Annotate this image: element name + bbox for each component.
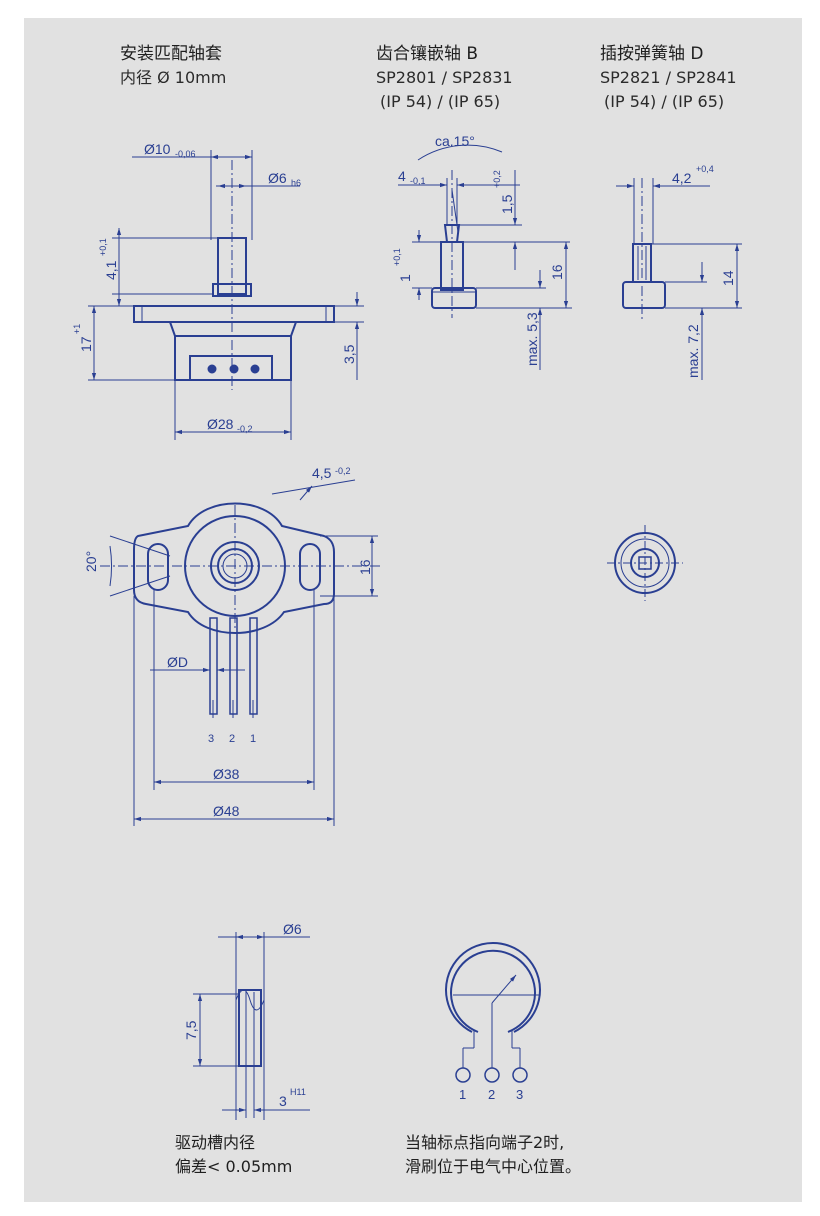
slot-note-line2: 偏差< 0.05mm (175, 1157, 293, 1176)
dim-h15: 1,5 (499, 194, 515, 214)
column-ip-shaft-b: (IP 54) / (IP 65) (380, 92, 501, 111)
dim-d28: Ø28 (207, 416, 234, 432)
dim-h17: 17 (78, 336, 94, 352)
dim-h41-tol: +0,1 (98, 238, 108, 256)
side-view-shaft-b (398, 144, 572, 370)
top-view-shaft-d (607, 525, 683, 601)
circuit-note-line1: 当轴标点指向端子2时, (405, 1133, 565, 1152)
dim-angle-20: 20° (83, 551, 99, 572)
dim-w42-tol: +0,4 (696, 164, 714, 174)
dim-w42: 4,2 (672, 170, 692, 186)
circuit-note-line2: 滑刷位于电气中心位置。 (405, 1157, 582, 1176)
column-title-shaft-b: 齿合镶嵌轴 B (376, 44, 479, 64)
dim-d38: Ø38 (213, 766, 240, 782)
column-title-bushing: 安装匹配轴套 (120, 44, 222, 64)
circuit-pin-3: 3 (516, 1087, 523, 1102)
dim-d10: Ø10 (144, 141, 171, 157)
dim-pin-dD: ØD (167, 654, 188, 670)
column-sub-bushing: 内径 Ø 10mm (120, 68, 227, 87)
slot-note-line1: 驱动槽内径 (175, 1133, 256, 1152)
dim-slot-d6: Ø6 (283, 921, 302, 937)
dimension-labels: Ø10 -0,06 Ø6 h6 4,1 +0,1 17 +1 3,5 Ø28 -… (72, 133, 736, 1109)
side-view-shaft-d (616, 178, 742, 380)
dim-d28-tol: -0,2 (237, 424, 253, 434)
dim-slot-w3-tol: H11 (290, 1087, 306, 1097)
column-models-shaft-b: SP2801 / SP2831 (376, 68, 513, 87)
pin-label-3: 3 (208, 733, 214, 745)
dim-h41: 4,1 (103, 260, 119, 280)
dim-h1-tol: +0,1 (392, 248, 402, 266)
drive-slot-view (193, 932, 310, 1120)
dim-h15-tol: +0,2 (492, 170, 502, 188)
dim-slot-w3: 3 (279, 1093, 287, 1109)
dim-w45: 4,5 (312, 465, 332, 481)
dim-h16-b: 16 (549, 264, 565, 280)
potentiometer-symbol (445, 942, 541, 1083)
dim-h35: 3,5 (341, 344, 357, 364)
dim-d6: Ø6 (268, 170, 287, 186)
pin-label-1: 1 (250, 733, 256, 745)
pin-label-2: 2 (229, 733, 235, 745)
dim-h1: 1 (397, 274, 413, 282)
column-title-shaft-d: 插按弹簧轴 D (600, 44, 704, 64)
dim-max53: max. 5,3 (524, 312, 540, 366)
dim-h16-top: 16 (357, 559, 373, 575)
dim-angle-15: ca.15° (435, 133, 475, 149)
column-ip-shaft-d: (IP 54) / (IP 65) (604, 92, 725, 111)
dim-d6-tol: h6 (291, 178, 301, 188)
dim-d48: Ø48 (213, 803, 240, 819)
top-view-housing (100, 479, 380, 826)
dim-w45-tol: -0,2 (335, 466, 351, 476)
dim-d10-tol: -0,06 (175, 149, 196, 159)
side-view-bushing (88, 150, 364, 440)
dim-h17-tol: +1 (72, 324, 82, 334)
circuit-pin-1: 1 (459, 1087, 466, 1102)
dim-slot-h75: 7,5 (183, 1020, 199, 1040)
circuit-pin-2: 2 (488, 1087, 495, 1102)
column-models-shaft-d: SP2821 / SP2841 (600, 68, 737, 87)
dim-w4-tol: -0,1 (410, 176, 426, 186)
dim-h14: 14 (720, 270, 736, 286)
dim-max72: max. 7,2 (685, 324, 701, 378)
dim-w4: 4 (398, 168, 406, 184)
